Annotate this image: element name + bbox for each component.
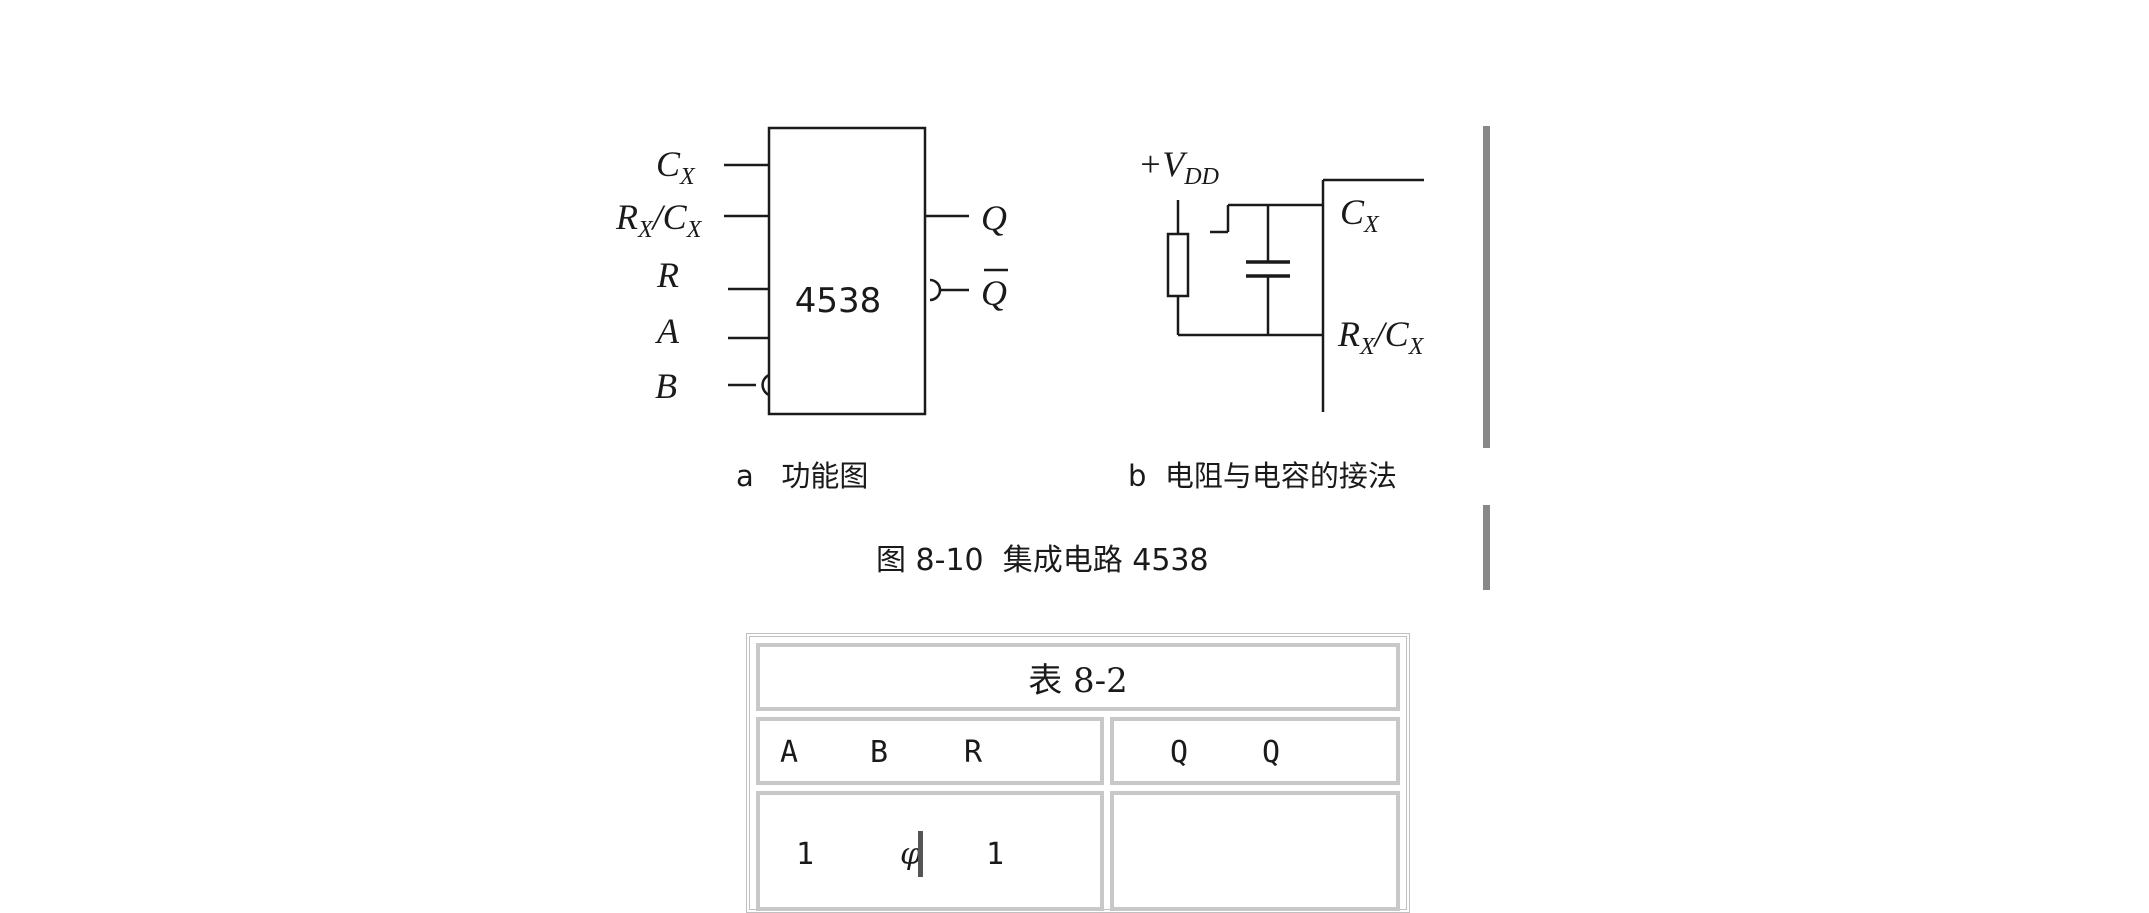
margin-bar-upper [1483, 126, 1490, 448]
text-cursor [918, 831, 923, 877]
header-b: B [870, 735, 889, 770]
caption-b: b 电阻与电容的接法 [1128, 459, 1397, 493]
pin-label-q: Q [981, 198, 1007, 238]
header-a: A [780, 735, 799, 770]
header-r: R [964, 735, 983, 770]
pin-label-a: A [655, 311, 680, 351]
pin-label-b: B [655, 366, 677, 406]
row1-a: 1 [796, 837, 815, 872]
margin-bar-lower [1483, 505, 1490, 590]
figure-caption: 图 8-10 集成电路 4538 [876, 543, 1209, 578]
supply-label: +VDD [1138, 144, 1219, 190]
truth-table: 表 8-2 A B R Q Q 1 φ 1 [746, 633, 1410, 913]
resistor [1166, 232, 1190, 298]
chip-label: 4538 [795, 281, 882, 321]
table-row: 1 φ 1 [756, 791, 1104, 911]
table-row-outputs [1110, 791, 1400, 911]
table-title: 表 8-2 [756, 643, 1400, 711]
chip-body [767, 126, 927, 416]
row1-r: 1 [986, 837, 1005, 872]
rc-label-cx: CX [1340, 192, 1380, 238]
pin-label-cx: CX [656, 144, 696, 190]
header-qbar: Q [1262, 735, 1281, 770]
rc-label-rxcx: RX/CX [1337, 314, 1425, 360]
pin-label-qbar: Q [981, 273, 1007, 313]
table-header-outputs: Q Q [1110, 717, 1400, 785]
caption-a: a 功能图 [736, 459, 868, 493]
pin-label-rxcx: RX/CX [615, 197, 703, 243]
header-q: Q [1170, 735, 1189, 770]
inversion-bubble-qbar [929, 278, 942, 302]
pin-label-r: R [656, 255, 679, 295]
table-header-inputs: A B R [756, 717, 1104, 785]
row1-b: φ [900, 837, 922, 872]
inversion-bubble-b [761, 373, 770, 397]
